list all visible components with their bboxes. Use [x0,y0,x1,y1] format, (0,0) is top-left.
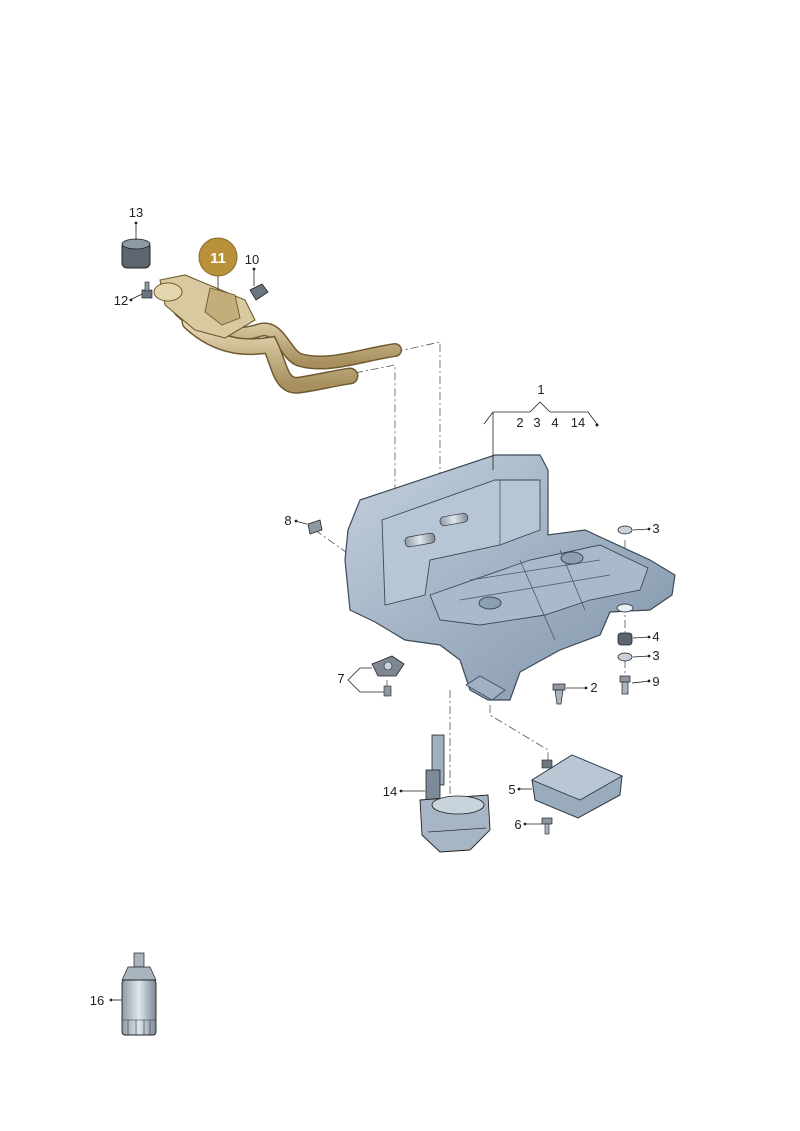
valve-7[interactable] [371,655,405,697]
control-unit-5[interactable] [531,754,623,819]
label-4[interactable]: 4 [652,629,659,644]
label-2[interactable]: 2 [590,680,597,695]
label-1-sub-3[interactable]: 3 [533,415,540,430]
label-1-sub-4[interactable]: 4 [551,415,558,430]
label-7[interactable]: 7 [337,671,344,686]
screw-12[interactable] [141,281,153,299]
leader-dots [109,221,651,1002]
bracket-end-dot [595,423,599,427]
label-8[interactable]: 8 [284,513,291,528]
additive-bottle-16[interactable] [121,952,157,1036]
label-1-sub-2[interactable]: 2 [516,415,523,430]
label-11: 11 [210,250,226,267]
label-16[interactable]: 16 [90,993,104,1008]
label-1[interactable]: 1 [537,382,544,397]
leader-lines [110,222,651,1001]
label-13[interactable]: 13 [129,205,143,220]
callout-labels: 13 12 10 1 2 3 4 14 8 3 4 3 9 2 7 5 6 14… [90,205,660,1008]
fuel-pump-14[interactable] [419,734,491,853]
clip-10[interactable] [249,283,269,301]
washer-3-bottom[interactable] [617,652,633,662]
label-10[interactable]: 10 [245,252,259,267]
filler-pipe-assembly[interactable] [153,274,402,394]
label-12[interactable]: 12 [114,293,128,308]
label-1-sub-14[interactable]: 14 [571,415,585,430]
label-5[interactable]: 5 [508,782,515,797]
label-3-bottom[interactable]: 3 [652,648,659,663]
filler-cap[interactable] [121,238,151,269]
screw-6[interactable] [541,817,553,835]
nut-8[interactable] [307,519,323,535]
bushing-4[interactable] [617,632,633,646]
fuel-tank[interactable] [344,454,676,701]
washer-3-top[interactable] [617,525,633,535]
label-3-top[interactable]: 3 [652,521,659,536]
label-9[interactable]: 9 [652,674,659,689]
highlight-badge-11[interactable]: 11 [198,237,238,277]
bolt-9[interactable] [619,675,631,695]
label-6[interactable]: 6 [514,817,521,832]
bolt-2[interactable] [552,683,566,705]
label-14[interactable]: 14 [383,784,397,799]
